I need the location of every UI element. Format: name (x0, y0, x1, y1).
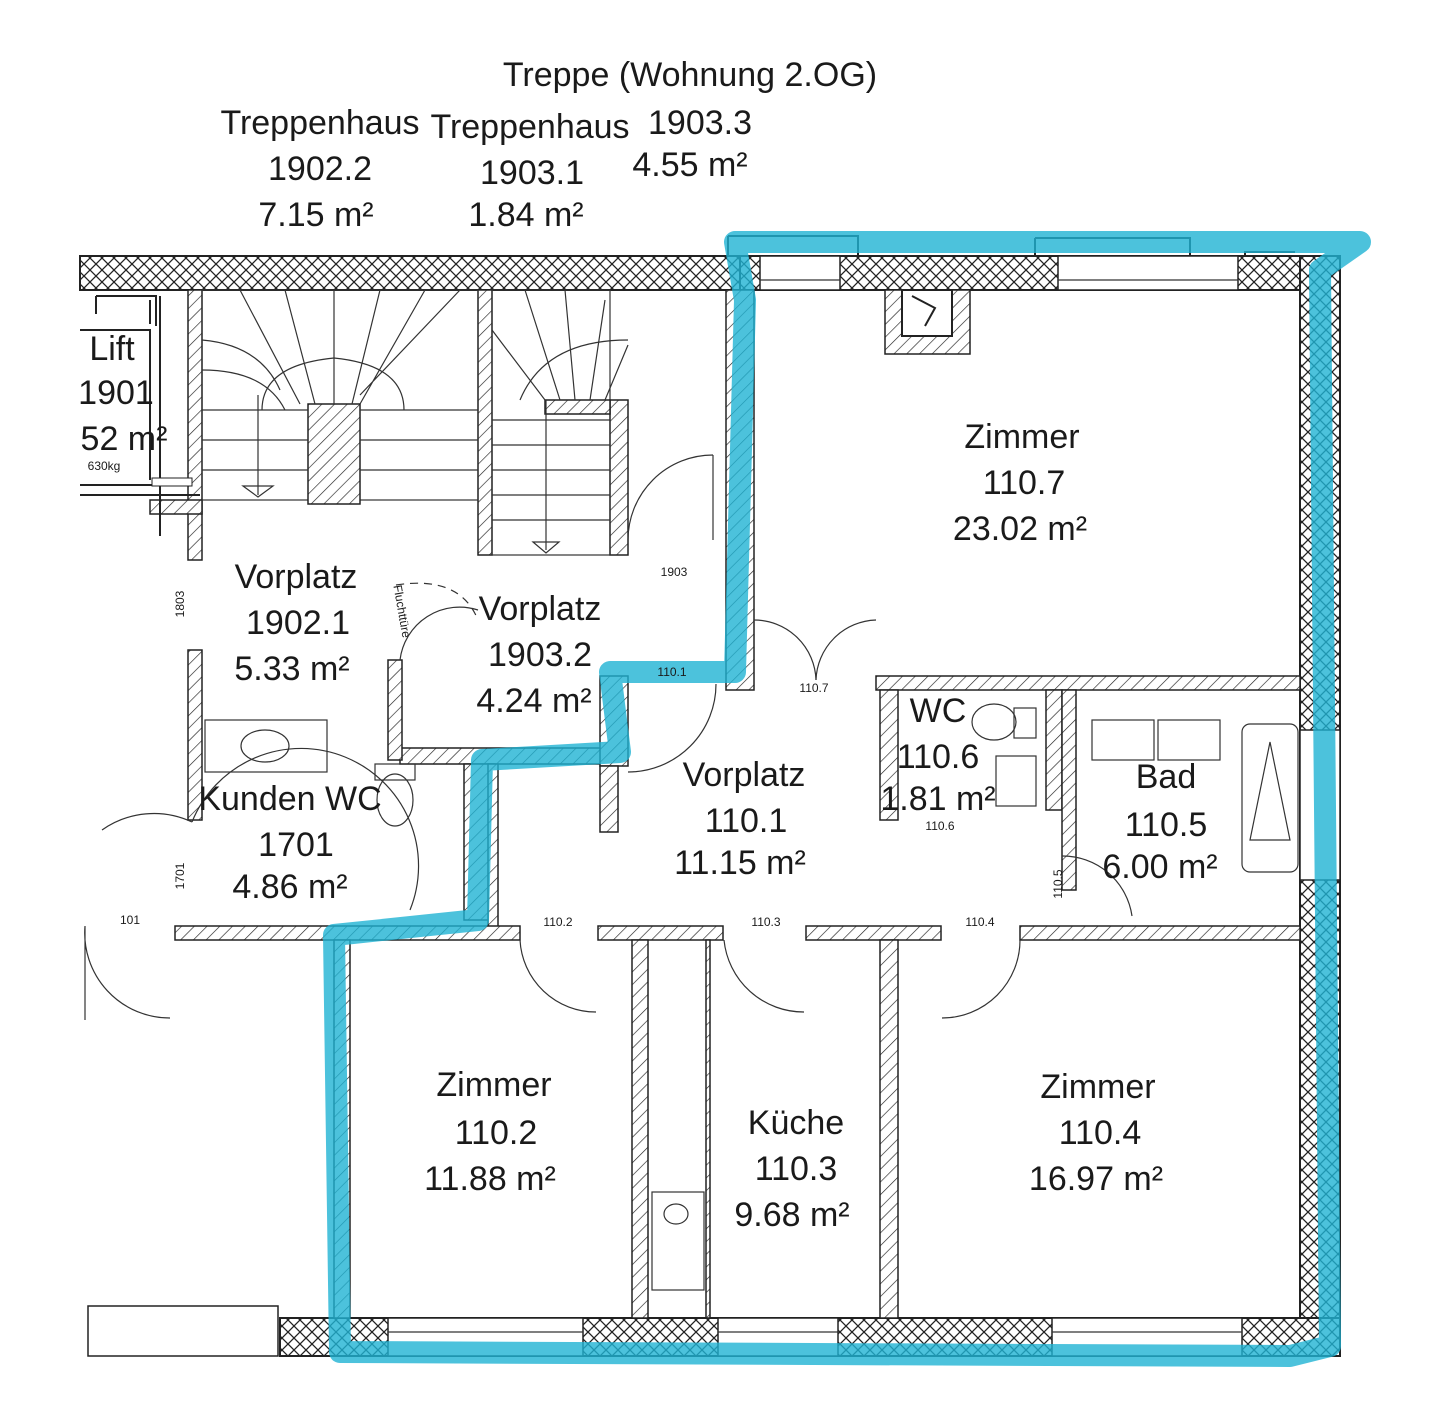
vorplatz-1902-title: Vorplatz (235, 558, 358, 596)
treppe-wohnung-area: 4.55 m² (632, 146, 747, 184)
labels-top: Treppe (Wohnung 2.OG) 1903.3 4.55 m² Tre… (220, 56, 877, 234)
kueche-1103-number: 110.3 (755, 1150, 838, 1188)
kunden-wc-area: 4.86 m² (232, 868, 347, 906)
treppenhaus-1902-number: 1902.2 (268, 150, 372, 188)
kueche-1103-area: 9.68 m² (734, 1196, 849, 1234)
zimmer-1107-area: 23.02 m² (953, 510, 1087, 548)
zimmer-1107-title: Zimmer (964, 418, 1079, 456)
zimmer-1102-title: Zimmer (436, 1066, 551, 1104)
treppe-wohnung-number: 1903.3 (648, 104, 752, 142)
lift-shaft (80, 295, 200, 536)
kueche-1103-title: Küche (748, 1104, 844, 1142)
door-tag-110-4: 110.4 (965, 915, 994, 929)
vorplatz-1101-number: 110.1 (705, 802, 788, 840)
zimmer-1104-area: 16.97 m² (1029, 1160, 1163, 1198)
kunden-wc-title: Kunden WC (198, 780, 381, 818)
vorplatz-1903-area: 4.24 m² (476, 682, 591, 720)
door-tag-110-1: 110.1 (657, 665, 686, 679)
vorplatz-1902-number: 1902.1 (246, 604, 350, 642)
lift-number: 1901 (78, 374, 154, 412)
lift-title: Lift (89, 330, 135, 368)
lift-capacity: 630kg (88, 459, 121, 473)
treppenhaus-1903-number: 1903.1 (480, 154, 584, 192)
treppenhaus-1903-title: Treppenhaus (430, 108, 629, 146)
door-tag-1701: 1701 (173, 862, 187, 889)
vorplatz-1101-title: Vorplatz (683, 756, 806, 794)
apartment-outline-highlight (323, 231, 1371, 1367)
zimmer-1102-number: 110.2 (455, 1114, 538, 1152)
vorplatz-1903-title: Vorplatz (479, 590, 602, 628)
label-vorplatz-1902-1: Vorplatz 1902.1 5.33 m² (234, 558, 357, 688)
staircase-1902-2 (201, 289, 479, 505)
zimmer-1107-number: 110.7 (983, 464, 1066, 502)
lift-area: 52 m² (81, 420, 168, 458)
fixtures (204, 703, 1299, 1291)
door-tag-110-5: 110.5 (1051, 869, 1065, 898)
label-wc-110-6: WC 110.6 1.81 m² (880, 692, 995, 818)
bad-1105-area: 6.00 m² (1102, 848, 1217, 886)
zimmer-1104-title: Zimmer (1040, 1068, 1155, 1106)
treppe-wohnung-title: Treppe (Wohnung 2.OG) (503, 56, 877, 94)
treppenhaus-1902-title: Treppenhaus (220, 104, 419, 142)
label-lift: Lift 1901 52 m² 630kg (78, 330, 167, 473)
label-vorplatz-110-1: Vorplatz 110.1 11.15 m² (674, 756, 806, 882)
door-tag-fluchttuere: Fluchttüre (390, 584, 413, 639)
door-tag-1903: 1903 (661, 565, 688, 579)
door-tag-110-6: 110.6 (925, 819, 954, 833)
label-kueche-110-3: Küche 110.3 9.68 m² (734, 1104, 849, 1234)
door-tag-1803: 1803 (173, 590, 187, 617)
vorplatz-1903-number: 1903.2 (488, 636, 592, 674)
treppenhaus-1903-area: 1.84 m² (468, 196, 583, 234)
label-vorplatz-1903-2: Vorplatz 1903.2 4.24 m² (476, 590, 601, 720)
chimney (884, 289, 971, 355)
vorplatz-1902-area: 5.33 m² (234, 650, 349, 688)
staircase-1903-1 (491, 289, 629, 556)
door-tag-101: 101 (120, 913, 140, 927)
label-kunden-wc: Kunden WC 1701 4.86 m² (198, 780, 381, 906)
treppenhaus-1902-area: 7.15 m² (258, 196, 373, 234)
bad-1105-title: Bad (1136, 758, 1197, 796)
wc-1106-area: 1.81 m² (880, 780, 995, 818)
label-zimmer-110-2: Zimmer 110.2 11.88 m² (424, 1066, 556, 1198)
doors (84, 454, 1133, 1020)
door-tag-110-3: 110.3 (751, 915, 780, 929)
wc-1106-title: WC (910, 692, 967, 730)
kunden-wc-number: 1701 (258, 826, 334, 864)
label-zimmer-110-7: Zimmer 110.7 23.02 m² (953, 418, 1087, 548)
vorplatz-1101-area: 11.15 m² (674, 844, 806, 882)
label-bad-110-5: Bad 110.5 6.00 m² (1102, 758, 1217, 886)
bad-1105-number: 110.5 (1125, 806, 1208, 844)
zimmer-1104-number: 110.4 (1059, 1114, 1142, 1152)
zimmer-1102-area: 11.88 m² (424, 1160, 556, 1198)
label-zimmer-110-4: Zimmer 110.4 16.97 m² (1029, 1068, 1163, 1198)
door-tag-110-2: 110.2 (543, 915, 572, 929)
wc-1106-number: 110.6 (897, 738, 980, 776)
door-tag-110-7: 110.7 (799, 681, 828, 695)
